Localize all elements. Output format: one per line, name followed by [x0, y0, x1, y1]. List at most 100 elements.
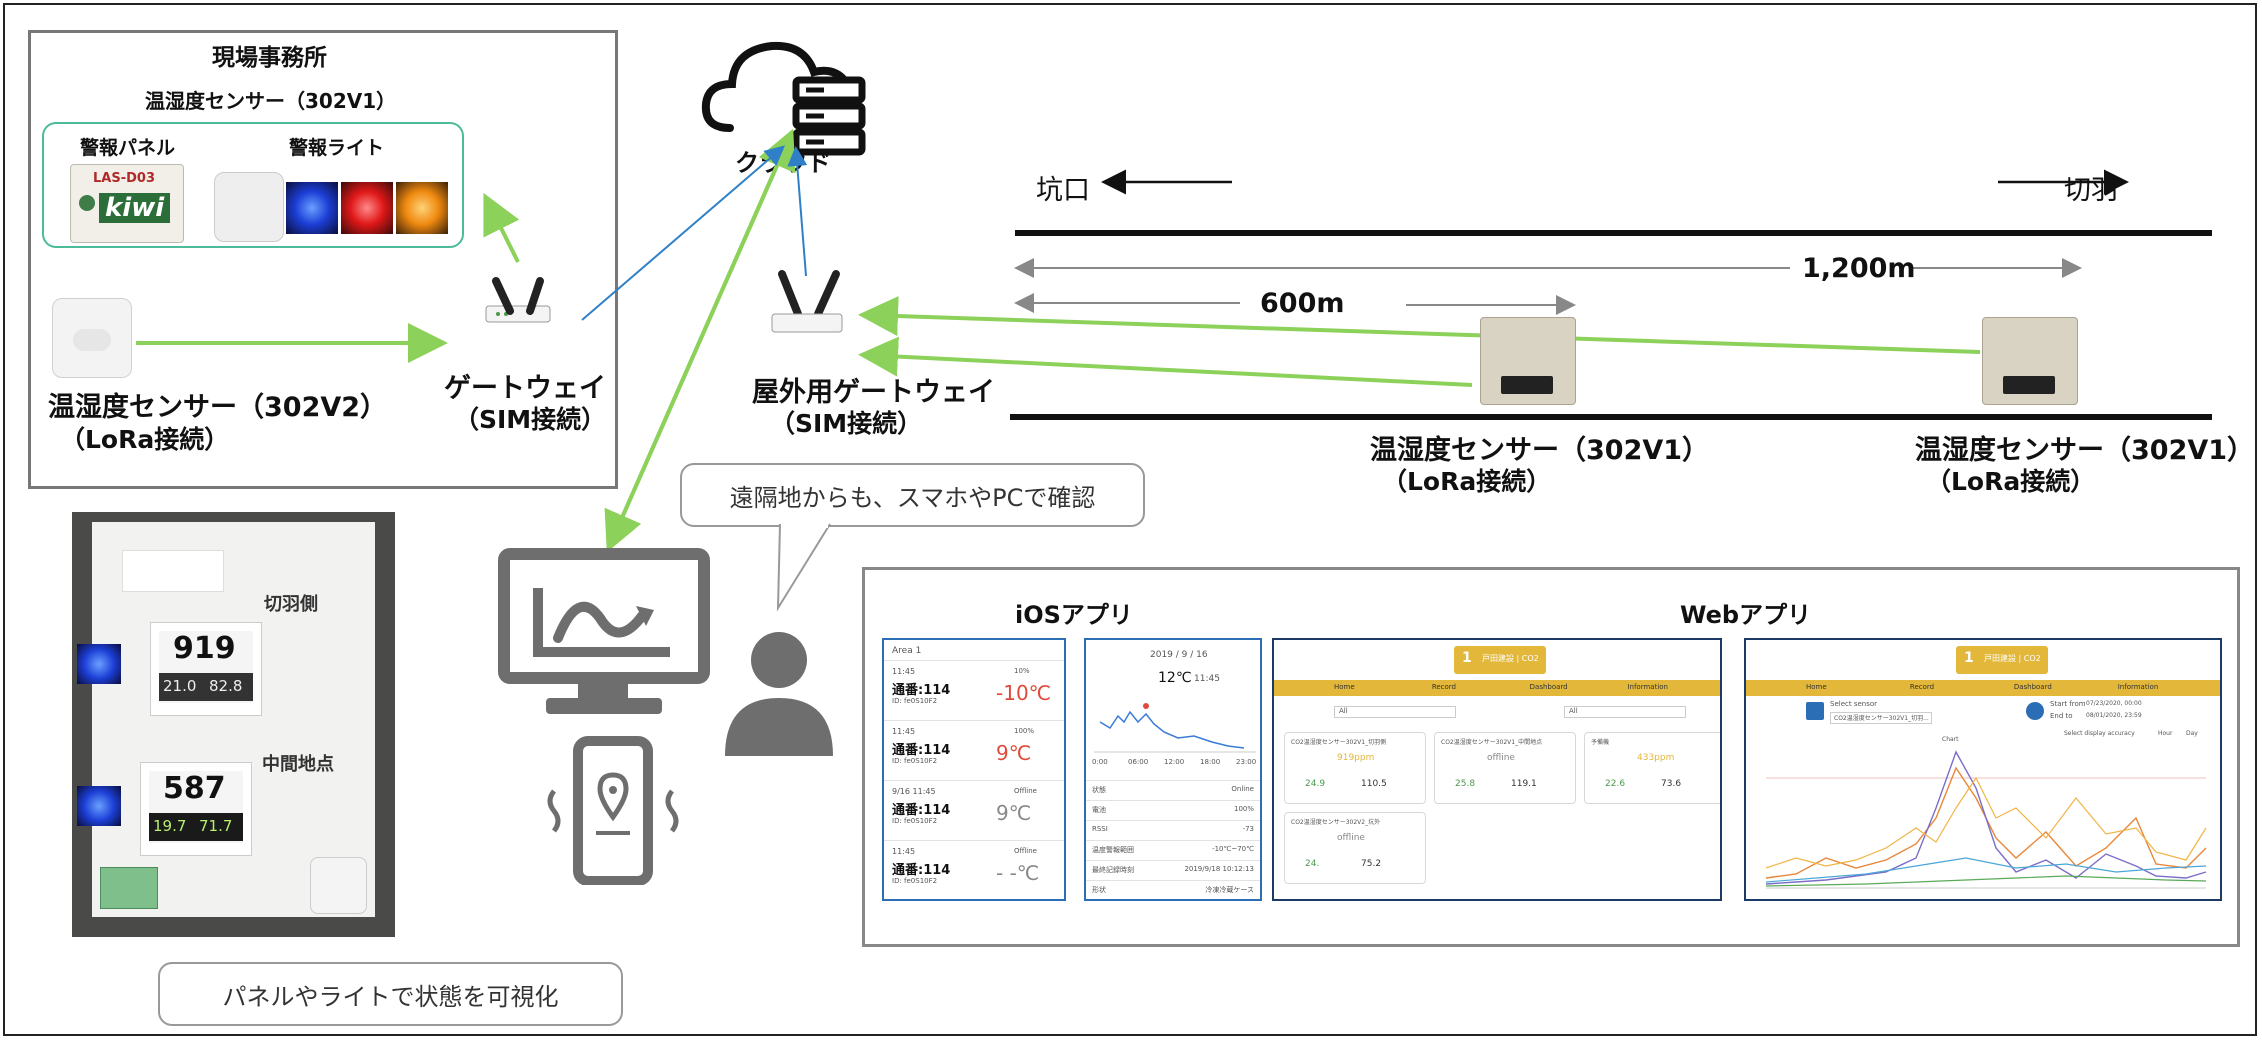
web2-select-input[interactable]: CO2温湿度センサー302V1_切羽... — [1830, 712, 1932, 724]
office-sensor-label: 温湿度センサー（302V1） — [145, 89, 397, 113]
remote-check-bubble: 遠隔地からも、スマホやPCで確認 — [680, 463, 1145, 527]
web-tab[interactable]: Home — [1806, 683, 1827, 691]
board-label-face: 切羽側 — [264, 594, 318, 615]
web-tab[interactable]: Dashboard — [2013, 683, 2052, 691]
board-co2-2: 587 — [163, 771, 226, 806]
panel-model-text: LAS-D03 — [93, 171, 155, 186]
distance-mid-label: 600m — [1260, 288, 1345, 319]
ios-axis-tick: 18:00 — [1200, 758, 1221, 766]
ios-axis-tick: 23:00 — [1236, 758, 1257, 766]
alert-devices-box — [42, 122, 464, 248]
web-tab[interactable]: Record — [1431, 683, 1456, 691]
web1-filter-2[interactable]: All — [1564, 706, 1686, 718]
alert-panel-device: LAS-D03 kiwi — [70, 164, 184, 243]
web-tab[interactable]: Information — [1627, 683, 1668, 691]
tunnel-sensor-2-conn: （LoRa接続） — [1926, 467, 2096, 496]
clock-icon — [2026, 702, 2044, 720]
web2-line-chart — [1765, 750, 2207, 889]
web2-select-label: Select sensor — [1830, 700, 1878, 708]
tunnel-sensor-1-device — [1480, 317, 1576, 405]
web2-badge: 1 戸田建設 | CO2 — [1956, 646, 2048, 674]
office-gateway-conn: （SIM接続） — [454, 405, 607, 434]
board-display-2: 587 19.7 71.7 — [140, 762, 252, 856]
ios-axis-tick: 0:00 — [1092, 758, 1108, 766]
board-temp-2: 19.7 — [153, 817, 187, 835]
tunnel-sensor-1-conn: （LoRa接続） — [1382, 467, 1552, 496]
light-controller-device — [214, 172, 284, 242]
cloud-server-icon — [701, 41, 866, 156]
web-tab[interactable]: Dashboard — [1529, 683, 1568, 691]
ios-detail-time: 11:45 — [1194, 674, 1220, 684]
ios-detail-date: 2019 / 9 / 16 — [1150, 650, 1208, 660]
distance-total-label: 1,200m — [1802, 253, 1916, 284]
web-app-title: Webアプリ — [1680, 601, 1812, 629]
sensor-302v2-label: 温湿度センサー（302V2） — [48, 392, 388, 423]
web-tab[interactable]: Record — [1909, 683, 1935, 691]
apps-screenshot-box — [862, 567, 2240, 947]
sensor-302v2-device — [52, 298, 132, 378]
red-light-icon — [341, 182, 393, 234]
web1-badge: 1 戸田建設 | CO2 — [1454, 646, 1546, 674]
web1-filter-1[interactable]: All — [1334, 706, 1456, 718]
web-tab[interactable]: Information — [2117, 683, 2159, 691]
remote-bubble-tail — [776, 523, 831, 612]
ios-axis-tick: 12:00 — [1164, 758, 1185, 766]
panel-logo-icon — [79, 195, 95, 211]
board-blue-light-2 — [77, 786, 121, 826]
user-person-icon — [725, 632, 833, 756]
outdoor-gateway-conn: （SIM接続） — [770, 409, 923, 438]
office-gateway-antennas — [492, 277, 544, 315]
ios-detail-chart — [1094, 703, 1256, 753]
whiteboard: 切羽側 919 21.0 82.8 中間地点 587 19.7 71.7 — [77, 522, 375, 917]
web2-tabbar[interactable] — [1746, 680, 2220, 696]
alert-panel-label: 警報パネル — [80, 137, 176, 159]
board-sensor — [310, 857, 367, 914]
board-label-mid: 中間地点 — [262, 754, 334, 775]
office-gateway-label: ゲートウェイ — [444, 373, 606, 404]
ios-app-title: iOSアプリ — [1015, 601, 1133, 629]
diagram-frame — [3, 3, 2257, 1036]
ios-list-value: 9℃ — [996, 741, 1032, 765]
ios-detail-row: 形状冷凍冷蔵ケース — [1086, 880, 1260, 899]
blue-light-icon — [286, 182, 338, 234]
tunnel-face-label: 切羽 — [2064, 175, 2118, 206]
ios-list-value: 9℃ — [996, 801, 1032, 825]
board-blue-light-1 — [77, 644, 121, 684]
cloud-label: クラウド — [735, 149, 831, 177]
panel-brand-text: kiwi — [99, 193, 171, 223]
ios-list-header: Area 1 — [892, 646, 922, 656]
outdoor-gateway-icon — [771, 270, 843, 333]
web2-select-icon — [1806, 702, 1824, 720]
board-hum-2: 71.7 — [199, 817, 233, 835]
web1-tabbar[interactable] — [1274, 680, 1720, 696]
web2-chart-title: Chart — [1942, 736, 1959, 743]
tunnel-sensor-2-device — [1982, 317, 2078, 405]
ios-detail-row: RSSI-73 — [1086, 820, 1260, 841]
visualize-bubble: パネルやライトで状態を可視化 — [158, 962, 623, 1026]
ios-list-value: - -℃ — [996, 861, 1040, 885]
smartphone-icon — [547, 736, 679, 885]
sensor-302v2-conn: （LoRa接続） — [60, 425, 230, 454]
web-dashboard-screen: 1 戸田建設 | CO2 Home Record Dashboard Informat… — [1744, 638, 2222, 901]
tunnel-entrance-label: 坑口 — [1036, 175, 1090, 206]
ios-list-value: -10℃ — [996, 681, 1052, 705]
pc-monitor-icon — [498, 548, 710, 714]
web-tab[interactable]: Home — [1334, 683, 1355, 691]
site-office-title: 現場事務所 — [212, 45, 327, 71]
alert-light-label: 警報ライト — [289, 137, 385, 159]
tunnel-sensor-1-label: 温湿度センサー（302V1） — [1370, 435, 1710, 466]
ios-detail-row: 温度警報範囲-10℃~70℃ — [1086, 840, 1260, 861]
